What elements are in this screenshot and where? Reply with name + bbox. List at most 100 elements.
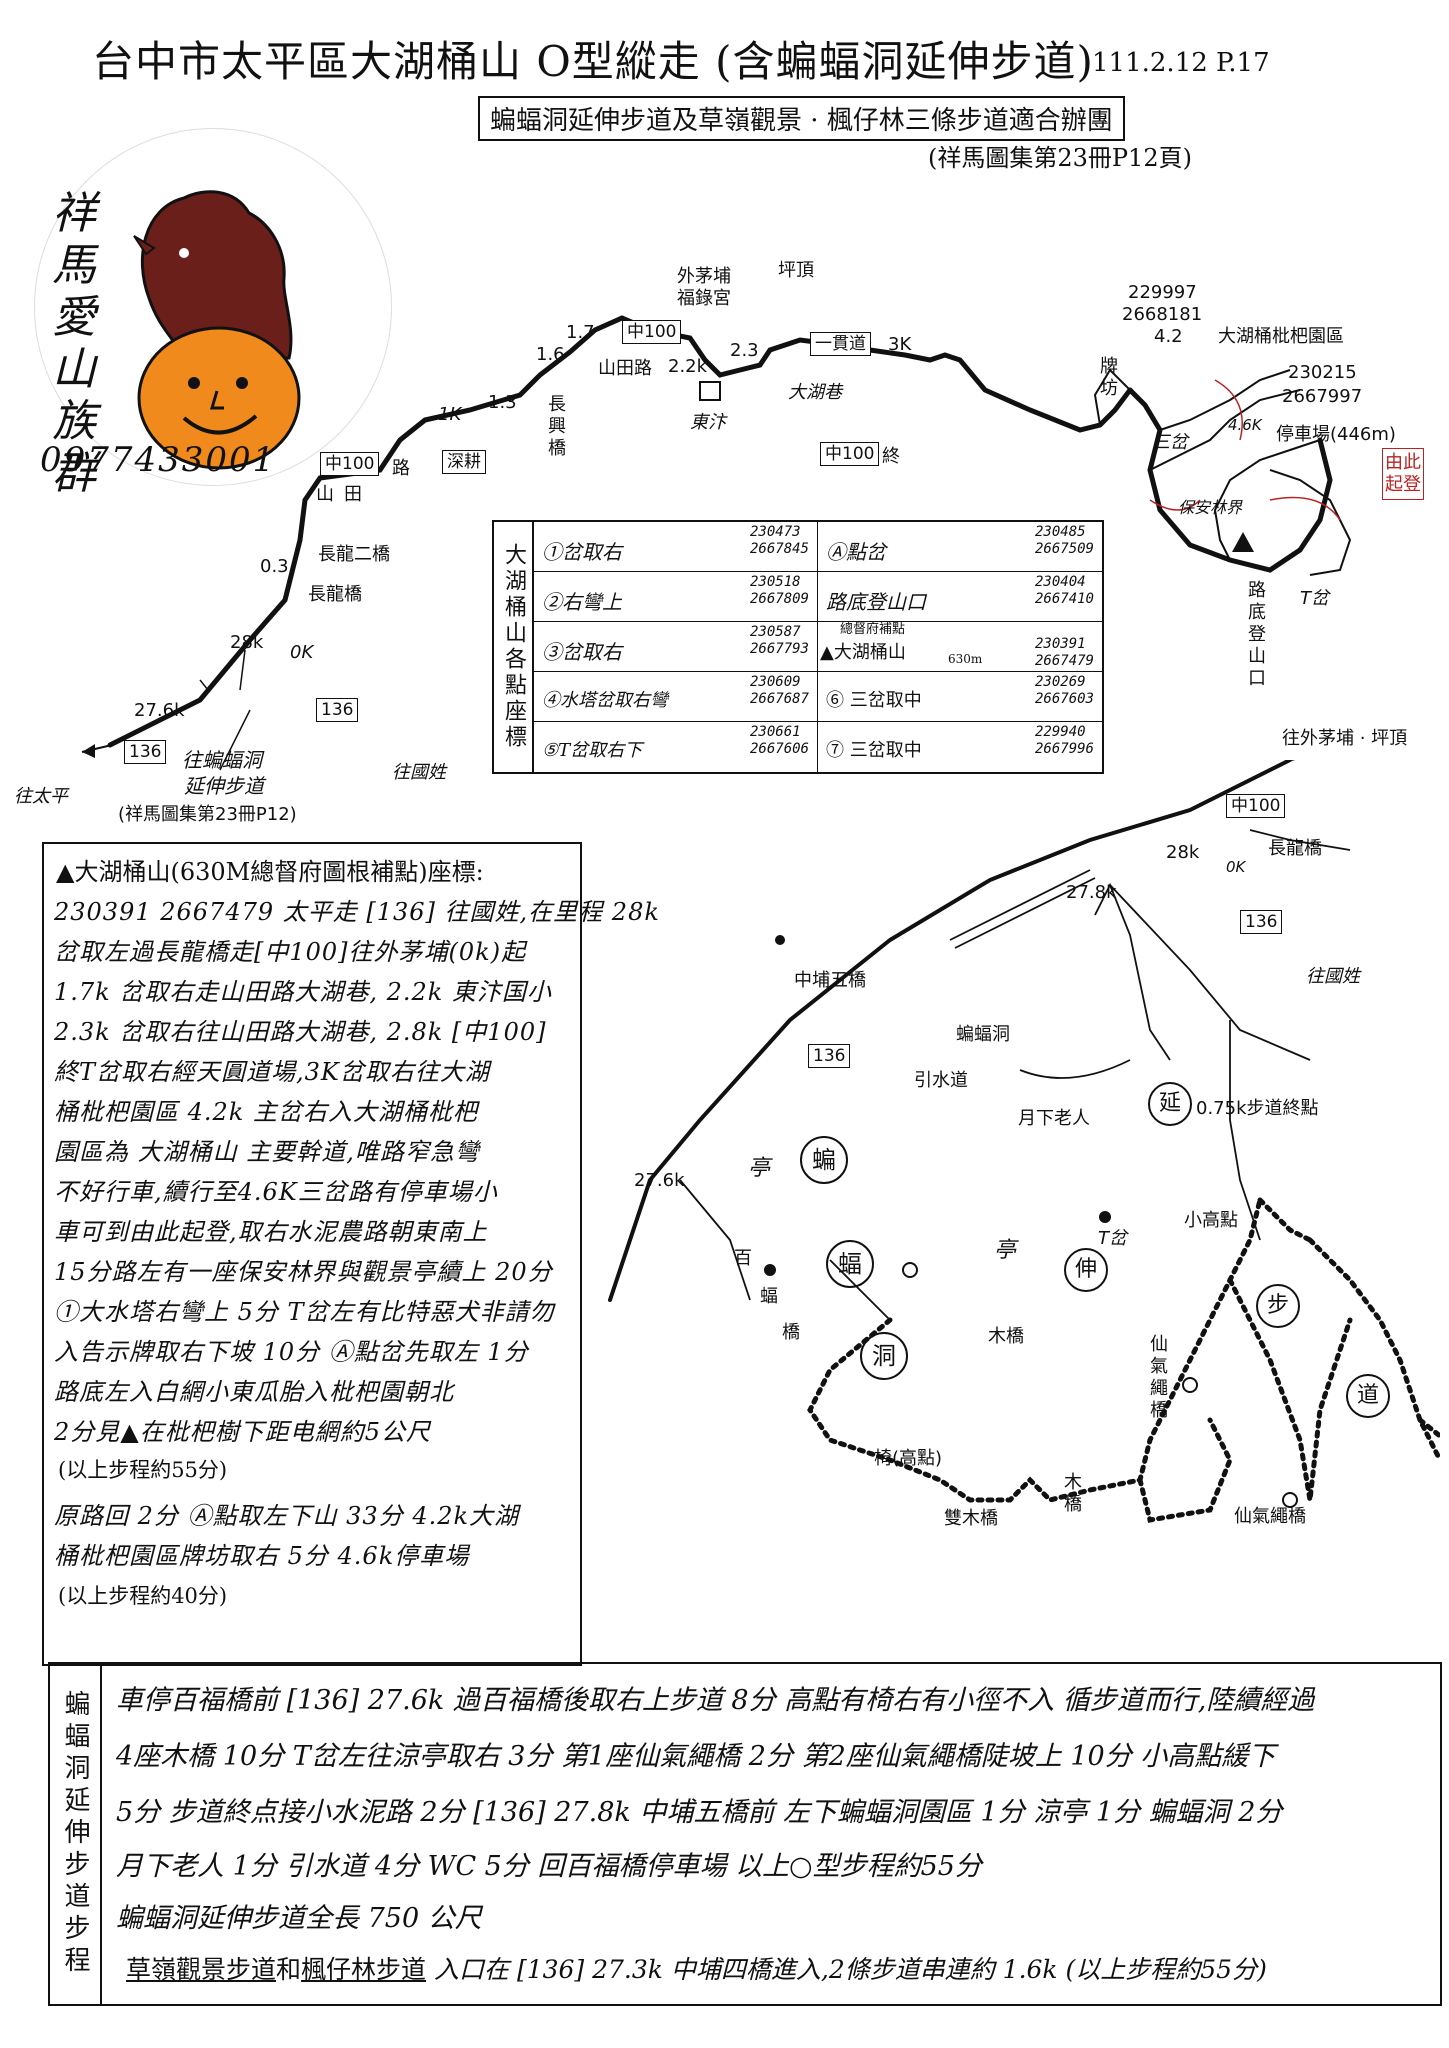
date-page: 111.2.12 P.17 — [1092, 48, 1270, 78]
phone-number: 0977433001 — [40, 440, 277, 480]
circle-label-fu: 蝠 — [826, 1240, 874, 1288]
label-coord-parking-n: 2667997 — [1282, 386, 1363, 407]
label-bat-km-28: 28k — [1166, 842, 1200, 863]
label-km-28: 28k — [230, 632, 264, 653]
label-to-guoxing: 往國姓 — [392, 762, 446, 783]
label-to-taiping: 往太平 — [14, 786, 68, 807]
label-bat-km-0k: 0K — [1226, 858, 1246, 876]
label-bat-route-136-right: 136 — [1240, 910, 1283, 934]
label-coord-pailou-e: 229997 — [1128, 282, 1197, 303]
summit-triangle-icon — [1232, 532, 1254, 552]
description-line: 路底左入白網小東瓜胎入枇杷園朝北 — [54, 1378, 454, 1406]
start-here-box: 由此起登 — [1382, 448, 1424, 500]
label-bai: 百 — [734, 1248, 752, 1269]
label-to-waimaopu: 往外茅埔 · 坪頂 — [1282, 728, 1408, 749]
label-bat-km-27-6: 27.6k — [634, 1170, 685, 1191]
description-line: 2分見▲在枇杷樹下距电網約5公尺 — [54, 1418, 431, 1446]
description-line: 園區為 大湖桶山 主要幹道,唯路窄急彎 — [54, 1138, 480, 1166]
map-reference: (祥馬圖集第23冊P12頁) — [928, 144, 1192, 172]
label-yinshui: 引水道 — [914, 1070, 968, 1091]
label-km-1-7: 1.7 — [566, 322, 595, 343]
label-km-0-3: 0.3 — [260, 556, 289, 577]
description-line: 桶枇杷園區 4.2k 主岔右入大湖桶枇杷 — [54, 1098, 478, 1126]
label-mu-bridge: 木橋 — [988, 1326, 1024, 1347]
label-road-bottom-trailhead: 路底登山口 — [1248, 580, 1266, 689]
label-bat-route-136-left: 136 — [808, 1044, 851, 1068]
circle-label-bian: 蝙 — [800, 1136, 848, 1184]
label-changlong: 長龍橋 — [308, 584, 362, 605]
label-bat-km-27-8: 27.8k — [1066, 882, 1117, 903]
label-km-1-6: 1.6 — [536, 344, 565, 365]
label-ref-bottom: (祥馬圖集第23冊P12) — [118, 804, 297, 825]
label-shengeng: 深耕 — [442, 450, 486, 474]
description-line: ①大水塔右彎上 5分 T岔左有比特惡犬非請勿 — [54, 1298, 555, 1326]
circle-label-dao: 道 — [1346, 1374, 1390, 1418]
description-line: 1.7k 岔取右走山田路大湖巷, 2.2k 東汴国小 — [54, 978, 552, 1006]
label-t-fork: T岔 — [1300, 588, 1329, 609]
description-line: 岔取左過長龍橋走[中100]往外茅埔(0k)起 — [54, 938, 527, 966]
label-km-1k: 1K — [438, 404, 462, 425]
bat-cave-trail-nodes — [764, 935, 1298, 1508]
logo-text: 祥馬愛山族群 — [52, 188, 96, 499]
label-zhong100-end: 中100 — [820, 442, 880, 466]
label-km-0k: 0K — [290, 642, 314, 663]
label-km-2-2: 2.2k — [668, 356, 708, 377]
label-bat-zhong100: 中100 — [1226, 794, 1286, 818]
description-line: 原路回 2分 Ⓐ點取左下山 33分 4.2k大湖 — [54, 1502, 520, 1530]
label-xianqi-vertical: 仙氣繩橋 — [1150, 1334, 1168, 1421]
label-changxing-bridge: 長興橋 — [548, 394, 566, 459]
label-coord-pailou-n: 2668181 — [1122, 304, 1203, 325]
description-line: 230391 2667479 太平走 [136] 往國姓,在里程 28k — [54, 898, 660, 926]
label-dahuxiang: 大湖巷 — [788, 382, 842, 403]
bottom-line: 月下老人 1分 引水道 4分 WC 5分 回百福橋停車場 以上○型步程約55分 — [116, 1851, 982, 1882]
label-to-bat-cave: 往蝙蝠洞 — [182, 748, 262, 772]
bat-cave-trail-box: 蝙蝠洞延伸步道步程 車停百福橋前 [136] 27.6k 過百福橋後取右上步道 … — [48, 1662, 1442, 2006]
label-waimaopu: 外茅埔 — [677, 266, 731, 287]
label-bat-changlong: 長龍橋 — [1268, 838, 1322, 859]
label-pailou-2: 坊 — [1100, 378, 1118, 399]
description-line: 入告示牌取右下坡 10分 Ⓐ點岔先取左 1分 — [54, 1338, 529, 1366]
bottom-line: 蝙蝠洞延伸步道全長 750 公尺 — [116, 1903, 482, 1934]
label-pailou: 牌 — [1100, 356, 1118, 377]
label-sancha: 三岔 — [1152, 432, 1188, 453]
bottom-last-line: 草嶺觀景步道和楓仔林步道 入口在 [136] 27.3k 中埔四橋進入,2條步道… — [126, 1955, 1267, 1984]
label-yuexia: 月下老人 — [1018, 1108, 1090, 1129]
top-route-map — [81, 315, 1352, 771]
label-qiao: 橋 — [782, 1322, 800, 1343]
description-note-40: (以上步程約40分) — [58, 1584, 228, 1608]
bottom-side-label: 蝙蝠洞延伸步道步程 — [50, 1664, 102, 2004]
logo-circle — [34, 128, 392, 486]
circle-label-bu: 步 — [1256, 1284, 1300, 1328]
label-route-136-a: 136 — [124, 740, 167, 764]
label-orchard: 大湖桶枇杷園區 — [1218, 326, 1344, 347]
description-line: 2.3k 岔取右往山田路大湖巷, 2.8k [中100] — [54, 1018, 547, 1046]
label-km-3k: 3K — [888, 334, 912, 355]
label-he-pavilion: 亭 — [994, 1238, 1017, 1263]
bottom-line: 5分 步道終点接小水泥路 2分 [136] 27.8k 中埔五橋前 左下蝙蝠洞園… — [116, 1797, 1283, 1828]
description-line: 不好行車,續行至4.6K三岔路有停車場小 — [54, 1178, 498, 1206]
label-bat-cave: 蝙蝠洞 — [956, 1024, 1010, 1045]
label-km-2-3: 2.3 — [730, 340, 759, 361]
page-title: 台中市太平區大湖桶山 O型縱走 (含蝙蝠洞延伸步道) — [92, 37, 1094, 86]
bottom-line: 4座木橋 10分 T岔左往涼亭取右 3分 第1座仙氣繩橋 2分 第2座仙氣繩橋陡… — [116, 1741, 1276, 1772]
label-km-27-6: 27.6k — [134, 700, 185, 721]
label-to-bat-cave-2: 延伸步道 — [184, 774, 264, 798]
label-route-136-b: 136 — [316, 698, 359, 722]
label-shantian-road: 山田路 — [598, 358, 652, 379]
trail-name-fengzailin: 楓仔林步道 — [301, 1955, 427, 1984]
label-chair-highpoint: 椅(高點) — [874, 1448, 943, 1469]
circle-label-yan: 延 — [1148, 1082, 1192, 1126]
description-note-55: (以上步程約55分) — [58, 1458, 228, 1482]
label-zhongpu-5: 中埔五橋 — [794, 970, 866, 991]
description-line: 車可到由此起登,取右水泥農路朝東南上 — [54, 1218, 488, 1246]
label-zhong100-top: 中100 — [622, 320, 682, 344]
label-baoan: 保安林界 — [1178, 498, 1243, 517]
label-pingding: 坪頂 — [778, 260, 814, 281]
label-shantian: 山田 — [316, 484, 372, 505]
description-line: 終T岔取右經天圓道場,3K岔取右往大湖 — [54, 1058, 490, 1086]
label-bat-to-guoxing: 往國姓 — [1306, 966, 1360, 987]
